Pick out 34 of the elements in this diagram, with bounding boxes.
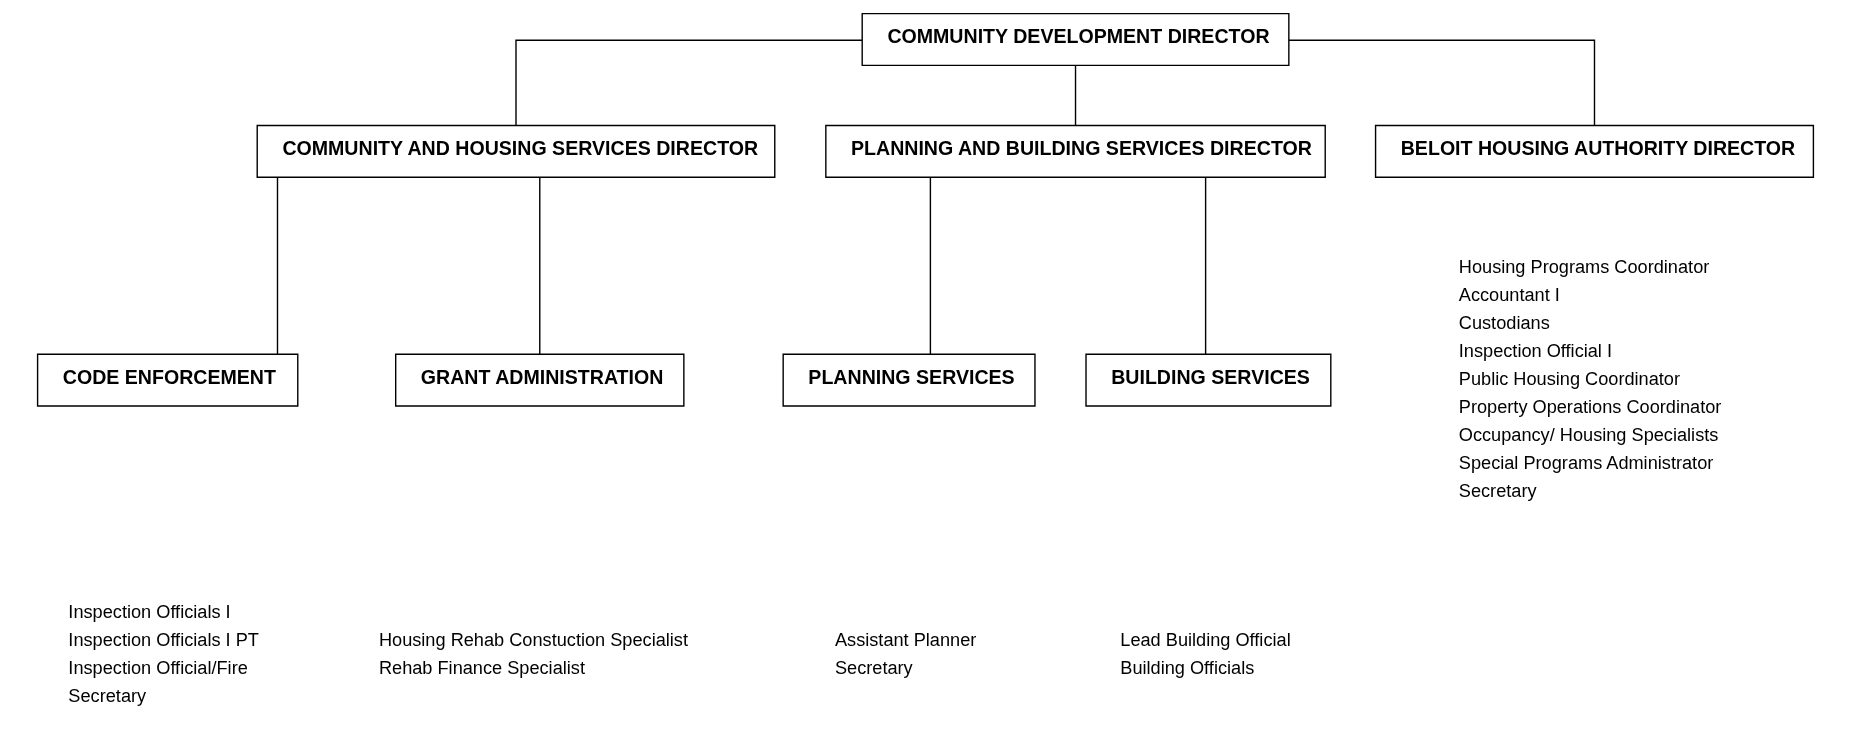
- node-label: Inspection Officials I: [68, 602, 231, 623]
- node-label: Secretary: [834, 658, 913, 679]
- node-label: Occupancy/ Housing Specialists: [1458, 424, 1719, 445]
- node-label: Accountant I: [1458, 284, 1560, 305]
- node-label: Inspection Officials I PT: [68, 630, 259, 651]
- node-box: GRANT ADMINISTRATION: [395, 353, 685, 407]
- connector: [1288, 39, 1596, 126]
- node-box: PLANNING AND BUILDING SERVICES DIRECTOR: [825, 124, 1326, 178]
- node-box: BELOIT HOUSING AUTHORITY DIRECTOR: [1374, 124, 1815, 178]
- connector: [1204, 176, 1207, 355]
- node-label: Inspection Official I: [1458, 340, 1613, 361]
- node-box: BUILDING SERVICES: [1085, 353, 1332, 407]
- node-label: Building Officials: [1120, 658, 1255, 679]
- connector: [276, 176, 279, 355]
- connector: [1074, 64, 1077, 126]
- connector: [539, 176, 541, 355]
- node-label: Property Operations Coordinator: [1458, 396, 1722, 417]
- node-label: Rehab Finance Specialist: [378, 658, 585, 679]
- node-label: Secretary: [1458, 480, 1537, 501]
- node-label: Lead Building Official: [1120, 630, 1291, 651]
- node-box: PLANNING SERVICES: [782, 353, 1036, 407]
- node-label: Secretary: [68, 686, 147, 707]
- node-label: Housing Programs Coordinator: [1458, 256, 1710, 277]
- node-box: COMMUNITY AND HOUSING SERVICES DIRECTOR: [256, 124, 776, 178]
- node-label: Special Programs Administrator: [1458, 452, 1714, 473]
- node-label: Inspection Official/Fire: [68, 658, 248, 679]
- node-label: Housing Rehab Constuction Specialist: [378, 630, 689, 651]
- node-label: Custodians: [1458, 312, 1550, 333]
- node-label: Public Housing Coordinator: [1458, 368, 1681, 389]
- connector: [929, 176, 932, 355]
- node-label: Assistant Planner: [834, 630, 977, 651]
- node-box: CODE ENFORCEMENT: [36, 353, 299, 407]
- node-box: COMMUNITY DEVELOPMENT DIRECTOR: [861, 12, 1290, 67]
- connector: [515, 39, 863, 126]
